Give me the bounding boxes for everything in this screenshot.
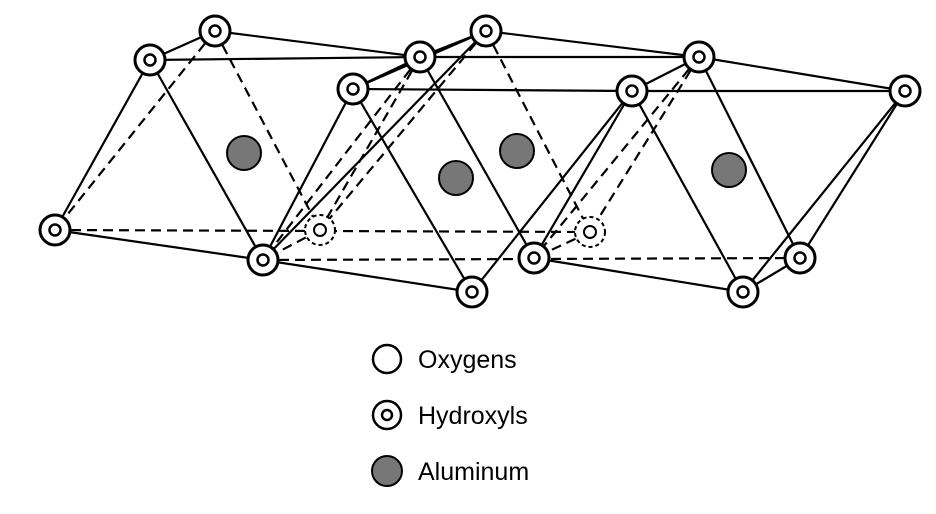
legend-hydroxyls-label: Hydroxyls: [418, 402, 528, 430]
hydroxyl-atom: [783, 241, 817, 275]
hydroxyl-atom: [726, 275, 760, 309]
aluminum-atom: [499, 133, 535, 169]
hydroxyl-atom: [574, 216, 606, 248]
hydroxyl-atom: [517, 241, 551, 275]
aluminum-atom: [711, 152, 747, 188]
hydroxyl-atom: [469, 14, 503, 48]
back-hydroxyls: [304, 214, 606, 248]
legend-aluminum-label: Aluminum: [418, 458, 529, 486]
oxygen-legend-icon: [371, 343, 403, 375]
hydroxyl-atom: [682, 40, 716, 74]
legend-oxygens-label: Oxygens: [418, 346, 517, 374]
aluminum-legend-icon: [371, 455, 403, 487]
hydroxyl-atom: [38, 213, 72, 247]
front-edges: [54, 29, 906, 294]
hydroxyl-legend-icon: [371, 399, 403, 431]
hydroxyl-atom: [615, 74, 649, 108]
aluminum-atom: [226, 135, 262, 171]
hydroxyl-atom: [246, 243, 280, 277]
hydroxyl-atom: [403, 40, 437, 74]
legend: Oxygens Hydroxyls Aluminum: [371, 343, 529, 487]
back-edges: [54, 30, 801, 262]
hydroxyl-atom: [455, 275, 489, 309]
hydroxyl-atoms: [38, 14, 922, 309]
hydroxyl-atom: [336, 72, 370, 106]
aluminum-atoms: [226, 133, 747, 196]
aluminum-atom: [438, 160, 474, 196]
hydroxyl-atom: [133, 43, 167, 77]
hydroxyl-atom: [888, 74, 922, 108]
hydroxyl-atom: [304, 214, 336, 246]
hydroxyl-atom: [198, 14, 232, 48]
